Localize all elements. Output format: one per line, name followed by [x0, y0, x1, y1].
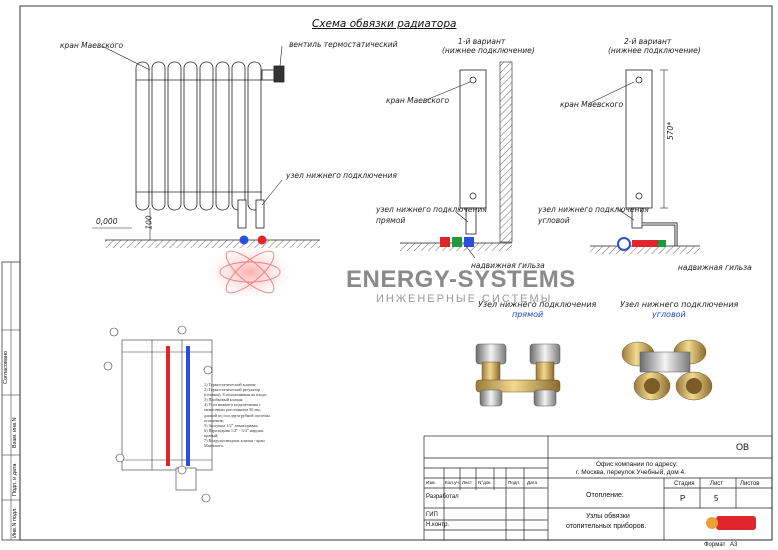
- variant2-title: 2-й вариант: [624, 37, 672, 46]
- straight-node-caption: Узел нижнего подключения: [478, 300, 597, 309]
- height-mark: 100: [144, 215, 154, 230]
- variant1-mayevsky: кран Маевского: [386, 96, 450, 105]
- hdr-docno: N°док.: [478, 480, 492, 485]
- side-stamp-signature: Подп. и дата: [12, 463, 18, 496]
- title-block: [423, 435, 773, 541]
- company-logo: [706, 516, 756, 530]
- mayevsky-label: кран Маевского: [60, 41, 124, 50]
- variant2-radiator: [625, 69, 653, 229]
- hdr-sheet: Лист: [462, 480, 472, 485]
- bottom-node-label: узел нижнего подключения: [286, 171, 397, 180]
- address-line2: г. Москва, переулок Учебный, дом 4.: [576, 469, 686, 476]
- side-stamp-inventory: Инв.N подл.: [12, 507, 18, 538]
- straight-node-photo: [475, 343, 561, 407]
- side-stamp-replaced: Взам. инв.N: [12, 417, 18, 448]
- variant1-node-line2: прямой: [376, 216, 406, 225]
- drawing-title-line1: Узлы обвязки: [586, 513, 630, 520]
- sheet-value: 5: [714, 494, 719, 503]
- side-stamp-agreed: Согласовано: [3, 350, 9, 384]
- stage-header: Стадия: [674, 481, 695, 487]
- format-label: Формат: [704, 542, 726, 548]
- v2-red-pipe: [632, 240, 658, 247]
- address-line1: Офис компании по адресу:: [596, 461, 678, 468]
- variant1-subtitle: (нижнее подключение): [442, 46, 535, 55]
- variant1-node-line1: узел нижнего подключения: [376, 205, 487, 214]
- page-title: Схема обвязки радиатора: [312, 18, 457, 30]
- variant1-title: 1-й вариант: [458, 37, 506, 46]
- angle-node-type: угловой: [652, 310, 686, 319]
- watermark-subtitle: ИНЖЕНЕРНЫЕ СИСТЕМЫ: [376, 293, 553, 305]
- straight-node-type: прямой: [512, 310, 544, 319]
- v1-red-pipe: [440, 237, 450, 247]
- hdr-date: Дата: [527, 480, 538, 485]
- angle-node-caption: Узел нижнего подключения: [620, 300, 739, 309]
- stage-value: Р: [680, 494, 686, 503]
- main-radiator: [135, 61, 285, 229]
- hdr-count: Кол.уч.: [445, 480, 461, 485]
- sheet-code: ОВ: [736, 442, 750, 452]
- variant2-node-line2: угловой: [538, 216, 570, 225]
- v2-green-pipe: [658, 240, 666, 247]
- variant1-nut: надвижная гильза: [471, 261, 545, 270]
- v1-blue-pipe: [464, 237, 474, 247]
- sheets-header: Листов: [740, 481, 760, 487]
- variant2-dimension: 570*: [666, 121, 675, 140]
- row-gip: ГИП: [426, 512, 438, 518]
- thermo-valve-label: вентиль термостатический: [289, 40, 398, 49]
- section-name: Отопление.: [586, 492, 624, 499]
- variant1-wall: [499, 61, 513, 243]
- drawing-title-line2: отопительных приборов.: [566, 523, 647, 530]
- variant2-subtitle: (нижнее подключение): [608, 46, 701, 55]
- sheet-header: Лист: [710, 481, 724, 487]
- hdr-signature: Подп.: [508, 480, 521, 485]
- watermark-emblem: [219, 250, 281, 294]
- row-control: Н.контр.: [426, 522, 450, 528]
- detail-radiator-drawing: [103, 325, 213, 503]
- hdr-change: Изм.: [426, 480, 436, 485]
- row-developed: Разработал: [426, 494, 459, 500]
- detail-legend: 1) Термостатический клапан; 2) Термостат…: [204, 382, 270, 449]
- variant1-radiator: [459, 69, 487, 235]
- variant2-nut: надвижная гильза: [678, 263, 752, 272]
- variant2-node-line1: узел нижнего подключения: [538, 205, 649, 214]
- angle-node-photo: [621, 339, 713, 401]
- variant2-mayevsky: кран Маевского: [560, 100, 624, 109]
- format-value: А3: [730, 542, 738, 548]
- v1-green-pipe: [452, 237, 462, 247]
- watermark-title: ENERGY-SYSTEMS: [346, 266, 576, 293]
- level-mark: 0,000: [96, 217, 118, 226]
